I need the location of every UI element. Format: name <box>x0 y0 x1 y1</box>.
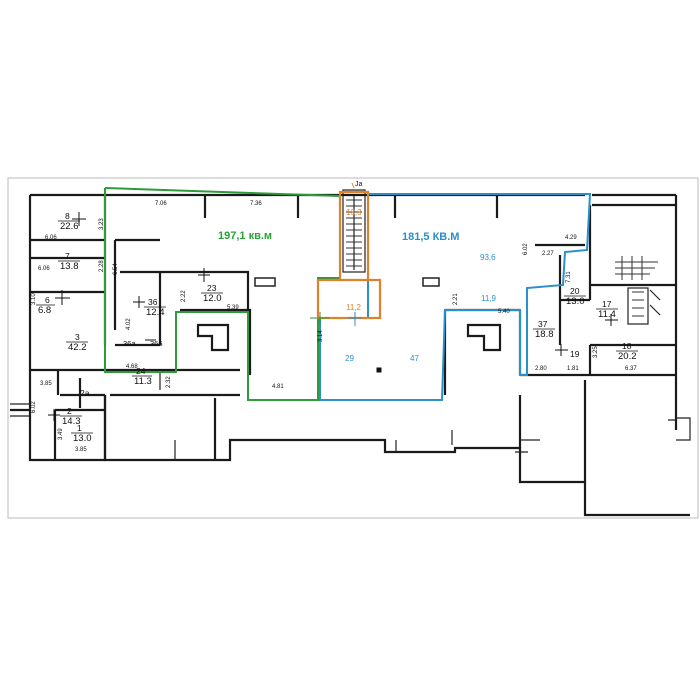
orange-top-area: 13,3 <box>346 208 362 217</box>
room-area: 20.2 <box>618 351 637 362</box>
dimension: 3.25 <box>593 346 599 358</box>
sheet-frame <box>7 177 699 519</box>
blue-93-area: 93,6 <box>480 253 496 262</box>
dimension: 1.81 <box>567 366 579 372</box>
blue-47-area: 47 <box>410 354 419 363</box>
dimension: 3.23 <box>99 218 105 230</box>
room-number: 19 <box>570 349 580 359</box>
dimension: 6.02 <box>523 243 529 255</box>
dimension: 6.02 <box>31 401 37 413</box>
room-number: 1 <box>77 423 82 433</box>
room-labels: 8 22.6 7 13.8 6 6.8 3 42.2 36 12.4 23 12… <box>36 211 638 444</box>
dimension: 3.85 <box>40 381 52 387</box>
dimension: 2.22 <box>181 290 187 302</box>
dimension: 2.32 <box>166 376 172 388</box>
dimensions: 7.06 7.36 6.06 6.06 3.23 2.28 6.54 4.02 … <box>31 201 637 453</box>
room-number: 366 <box>150 339 163 348</box>
room-area: 18.8 <box>535 329 554 340</box>
building-walls <box>10 189 691 517</box>
blue-zone-area: 181,5 КВ.М <box>402 231 459 243</box>
room-area: 11.4 <box>598 309 616 320</box>
orange-zone-outline <box>316 190 382 320</box>
room-area: 13.8 <box>60 261 79 272</box>
room-number: 18 <box>622 341 632 351</box>
room-number: 8 <box>65 211 70 221</box>
dimension: 4.68 <box>126 364 138 370</box>
dimension: 6.54 <box>113 263 119 275</box>
blue-29-area: 29 <box>345 354 354 363</box>
stair-mark: Ja <box>355 181 363 188</box>
dimension: 4.81 <box>272 384 284 390</box>
dimension: 3.10 <box>31 293 37 305</box>
dimension: 3.14 <box>318 330 324 342</box>
room-number: 37 <box>538 319 548 329</box>
dimension: 6.37 <box>625 366 637 372</box>
green-zone-area: 197,1 кв.м <box>218 230 272 242</box>
dimension: 7.36 <box>250 201 262 207</box>
dimension: 7.31 <box>566 271 572 283</box>
room-area: 13.0 <box>73 433 92 444</box>
room-area: 13.0 <box>566 296 585 307</box>
dimension: 2.28 <box>99 260 105 272</box>
room-area: 11.3 <box>134 376 152 387</box>
room-number: 20 <box>570 286 580 296</box>
dimension: 6.06 <box>38 266 50 272</box>
dimension: 4.02 <box>126 318 132 330</box>
room-area: 12.0 <box>203 293 222 304</box>
room-number: 36 <box>148 297 158 307</box>
dimension: 6.06 <box>45 235 57 241</box>
room-number: 3 <box>75 332 80 342</box>
room-area: 42.2 <box>68 342 87 353</box>
room-area: 12.4 <box>146 307 165 318</box>
blue-119-area: 11,9 <box>481 294 497 303</box>
dimension: 5.39 <box>227 305 239 311</box>
dimension: 7.06 <box>155 201 167 207</box>
dimension: 2.21 <box>453 293 459 305</box>
room-area: 6.8 <box>38 305 51 316</box>
markers <box>48 212 618 421</box>
room-area: 14.3 <box>62 416 81 427</box>
room-number: 36a <box>123 339 136 348</box>
room-number: 7 <box>65 251 70 261</box>
dimension: 2.80 <box>535 366 547 372</box>
orange-mid-area: 11,2 <box>346 303 362 312</box>
dimension: 4.29 <box>565 235 577 241</box>
dimension: 3.49 <box>58 428 64 440</box>
room-area: 22.6 <box>60 221 79 232</box>
dimension: 5.40 <box>498 309 510 315</box>
room-number: 2a <box>80 388 90 398</box>
blue-zone-outline <box>319 193 592 401</box>
room-number: 17 <box>602 299 612 309</box>
dimension: 2.27 <box>542 251 554 257</box>
dimension: 3.85 <box>75 447 87 453</box>
room-number: 6 <box>45 295 50 305</box>
room-number: 24 <box>136 366 146 376</box>
room-number: 23 <box>207 283 217 293</box>
room-number: 2 <box>67 406 72 416</box>
